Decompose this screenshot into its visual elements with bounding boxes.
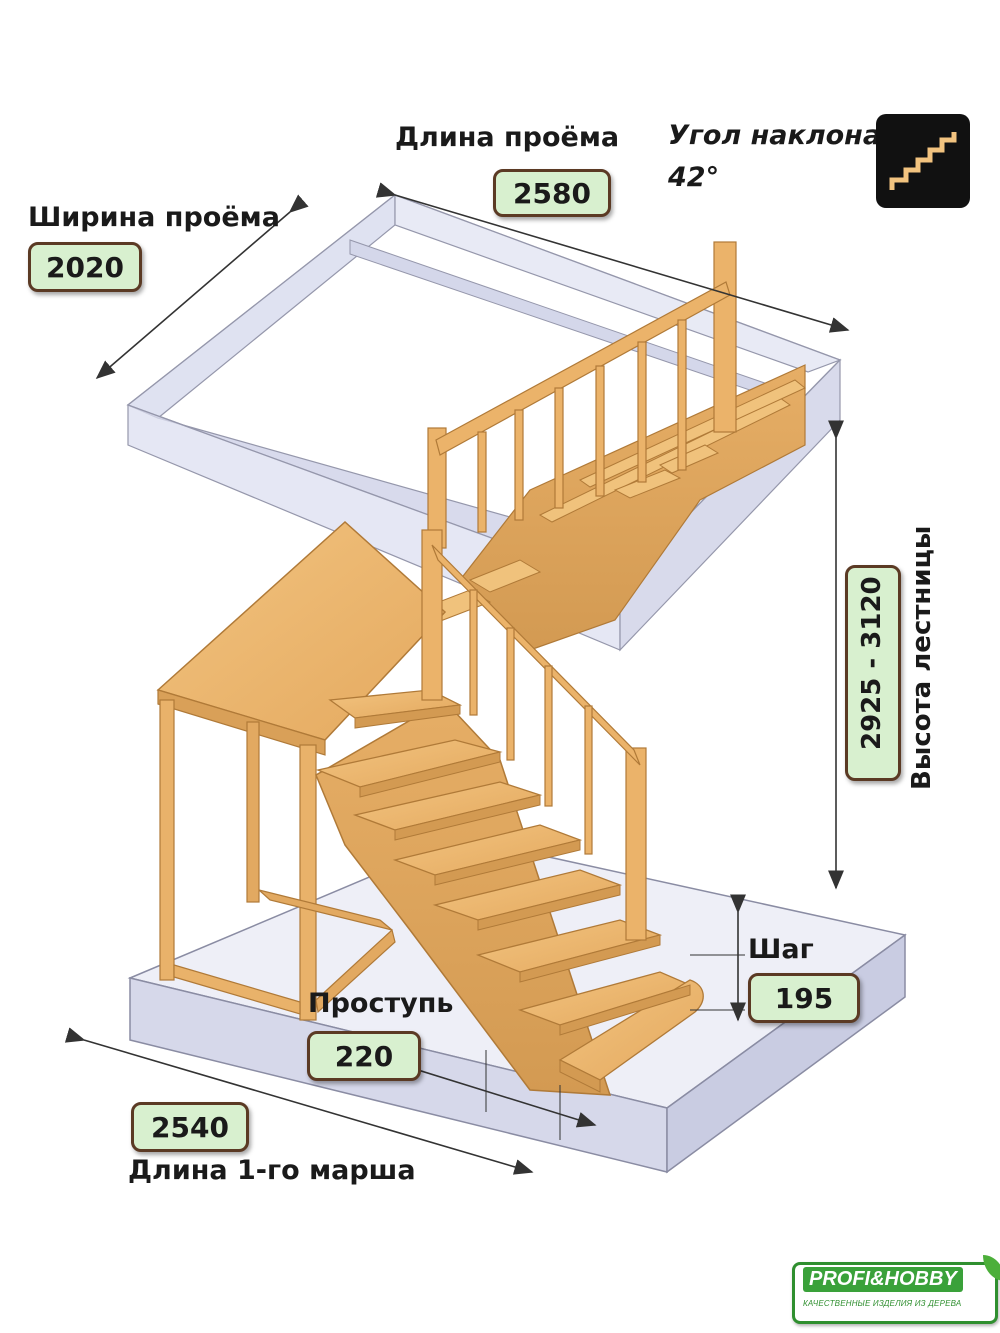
brand-name: PROFI&HOBBY (803, 1267, 963, 1292)
brand-logo: PROFI&HOBBY КАЧЕСТВЕННЫЕ ИЗДЕЛИЯ ИЗ ДЕРЕ… (792, 1255, 1000, 1324)
stair-height-group: 2925 - 3120 Высота лестницы (845, 526, 945, 795)
tread-badge: 220 (307, 1031, 421, 1081)
brand-tagline: КАЧЕСТВЕННЫЕ ИЗДЕЛИЯ ИЗ ДЕРЕВА (803, 1299, 962, 1308)
stair-height-label: Высота лестницы (907, 525, 937, 790)
opening-width-arrow (95, 194, 309, 380)
opening-length-arrow (375, 182, 850, 333)
flight-length-arrow (64, 1027, 534, 1175)
flight-length-badge: 2540 (131, 1102, 249, 1152)
angle-value: 42° (668, 162, 720, 193)
step-label: Шаг (748, 934, 814, 965)
lower-railing (421, 529, 647, 941)
landing-platform (156, 520, 447, 1021)
flight-length-label: Длина 1-го марша (128, 1155, 416, 1186)
opening-width-label: Ширина проёма (28, 202, 280, 233)
stair-height-badge (845, 565, 901, 781)
tread-label: Проступь (308, 988, 454, 1019)
stair-height-value: 2925 - 3120 (857, 576, 887, 750)
opening-length-label: Длина проёма (395, 122, 620, 153)
step-badge: 195 (748, 973, 860, 1023)
opening-width-badge: 2020 (28, 242, 142, 292)
angle-title: Угол наклона (668, 120, 882, 151)
dimension-lines (64, 182, 850, 1175)
opening-length-badge: 2580 (493, 169, 611, 217)
stairs-icon (876, 114, 970, 208)
